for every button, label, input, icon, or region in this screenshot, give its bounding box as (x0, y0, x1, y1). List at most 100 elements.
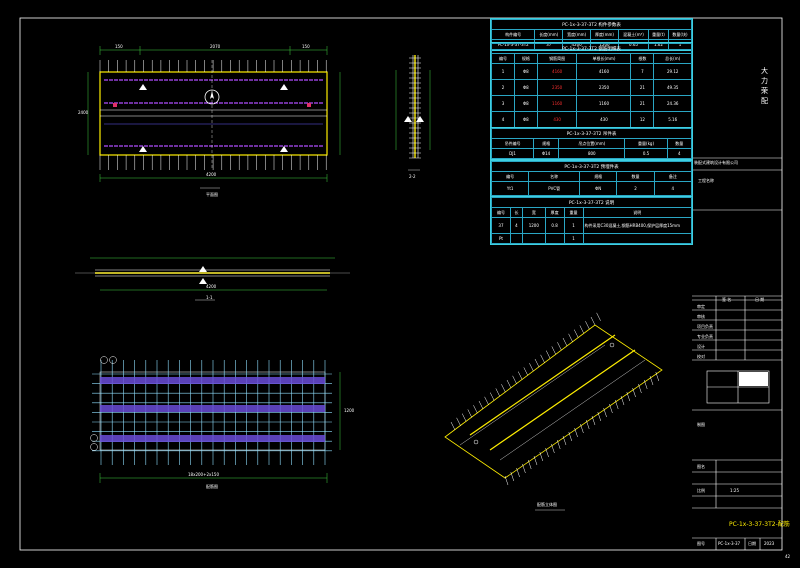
section-1-1-view (75, 257, 350, 301)
tb-row: 设计 (697, 344, 705, 349)
rebar-line (539, 451, 544, 462)
tb-row: 制图 (697, 422, 705, 427)
dim-text: 2070 (210, 44, 221, 49)
rebar-line (501, 384, 506, 393)
rebar-line (478, 400, 484, 410)
dim-text: 18x200+2x150 (188, 472, 219, 477)
rebar-line (585, 321, 590, 330)
rebar-view-label: 配筋图 (206, 484, 218, 489)
tb-date-value: 2023 (764, 541, 775, 546)
dim-text: 4200 (206, 172, 217, 177)
section-2-2-view (395, 55, 431, 171)
rebar-line (467, 409, 473, 418)
rebar-line (603, 407, 607, 418)
dim-text: 150 (115, 44, 123, 49)
rebar-line (580, 423, 584, 434)
rebar-line (557, 342, 562, 351)
tb-col-sign: 签 名 (722, 297, 732, 302)
tb-scale-label: 比例 (697, 488, 705, 493)
plan-slab-outline (99, 71, 328, 156)
lift-point-icon (280, 146, 288, 152)
brand-logo-text: 大 力 荣 配 (761, 67, 768, 105)
tb-sheet-label: 图名 (697, 464, 705, 469)
rebar-line (579, 325, 585, 334)
lift-point-icon (139, 146, 147, 152)
drawing-frame (19, 17, 783, 551)
tb-row: 项目负责 (697, 324, 713, 329)
iso-rebar-view (444, 312, 663, 511)
title-block-logo-box (739, 372, 768, 386)
title-block-lines (692, 157, 782, 550)
rebar-line (573, 329, 579, 338)
rebar-line (562, 435, 567, 446)
rebar-line (655, 371, 660, 382)
dim-text: 2400 (78, 110, 89, 115)
rebar-line (523, 367, 529, 376)
rebar-line (495, 388, 501, 397)
rebar-detail-table: PC-1x-3-37-3T2 钢筋明细表 编号规格钢筋简图单根长(mm)根数总长… (490, 42, 693, 129)
project-label: 工程名称 (698, 178, 714, 183)
dim-text: 150 (302, 44, 310, 49)
rebar-line (638, 383, 642, 394)
plan-view (87, 46, 341, 189)
rebar-line (516, 467, 520, 478)
lift-point-icon (139, 84, 147, 90)
rebar-line (450, 421, 456, 431)
rebar-line (590, 316, 596, 326)
rebar-line (568, 333, 573, 342)
rebar-line (597, 411, 602, 422)
rebar-line (626, 391, 631, 402)
rebar-line (614, 399, 619, 410)
rebar-line (551, 346, 557, 355)
rebar-line (551, 443, 555, 454)
rebar-line (609, 403, 613, 414)
rebar-line (529, 363, 534, 372)
rebar-line (596, 312, 601, 321)
rebar-line (534, 358, 540, 368)
rebar-line (562, 337, 568, 347)
lift-point-icon (280, 84, 288, 90)
rebar-line (568, 431, 573, 442)
page-number: 42 (785, 554, 791, 559)
rebar-line (522, 463, 526, 474)
rebar-line (473, 405, 478, 414)
tb-scale-value: 1:25 (730, 488, 739, 493)
iso-view-label: 配筋立体图 (537, 502, 557, 507)
tb-row: 校对 (697, 354, 705, 359)
rebar-line (620, 395, 625, 406)
rebar-line (556, 439, 561, 450)
rebar-line (533, 455, 538, 466)
company-name: 装配式建筑设计有限公司 (694, 160, 738, 165)
tb-row: 审定 (697, 304, 705, 309)
drawing-title-name: PC-1x-3-37-3T2-配筋 (729, 521, 790, 528)
rebar-line (461, 413, 467, 422)
section-1-1-label: 1-1 (206, 295, 213, 300)
rebar-line (632, 387, 636, 398)
rebar-line (545, 350, 551, 359)
rebar-line (591, 415, 596, 426)
rebar-line (574, 427, 578, 438)
rebar-line (484, 396, 489, 405)
rebar-line (545, 447, 549, 458)
tb-drawing-no: PC-1x-3-37 (718, 541, 741, 546)
tb-col-date: 日 期 (755, 297, 765, 302)
section-2-2-label: 2-2 (409, 174, 416, 179)
tb-row: 专业负责 (697, 334, 713, 339)
rebar-line (649, 375, 654, 386)
dim-text: 1200 (344, 408, 355, 413)
rebar-line (510, 471, 515, 482)
tb-date-label: 日期 (748, 541, 756, 546)
dim-text: 4200 (206, 284, 217, 289)
rebar-line (527, 459, 532, 470)
rebar-line (506, 379, 512, 389)
rebar-view (90, 356, 341, 483)
tb-row: 审核 (697, 314, 705, 319)
rebar-line (489, 392, 495, 401)
tb-drawing-no-label: 图号 (697, 541, 705, 546)
rebar-line (504, 475, 509, 486)
rebar-line (456, 417, 461, 426)
lifting-table: PC-1x-3-37-3T2 吊件表 吊件编号规格吊点位置(mm)重量(kg)数… (490, 127, 693, 160)
